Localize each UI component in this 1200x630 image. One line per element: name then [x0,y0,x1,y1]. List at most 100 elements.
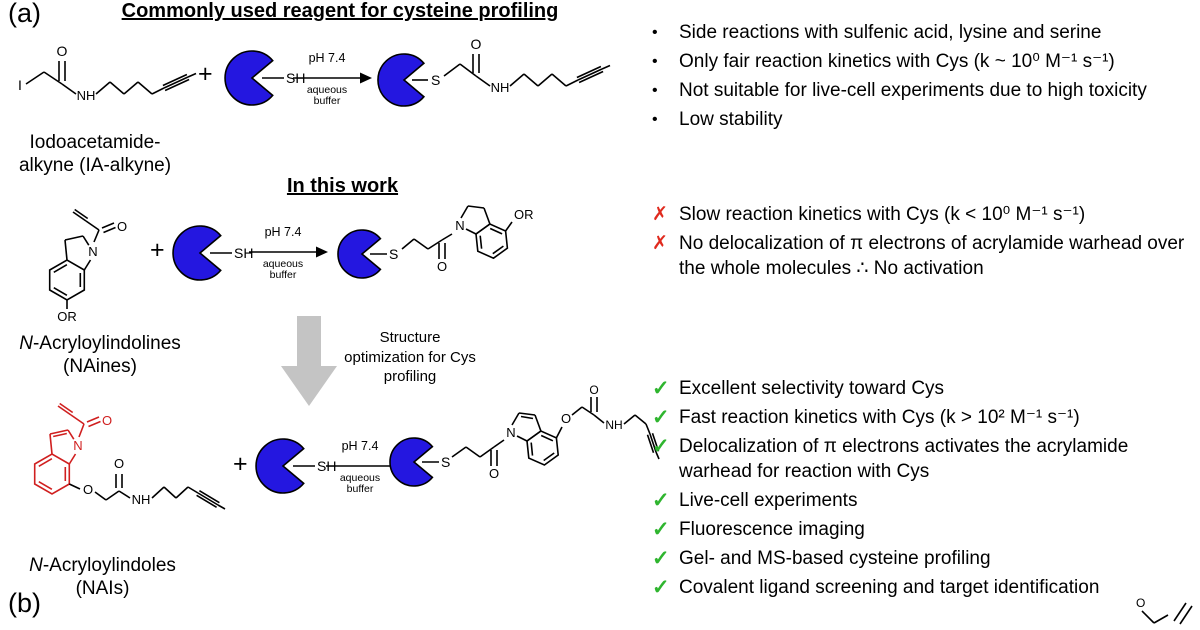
protein-sh-icon: SH [255,438,336,494]
list-item: • Low stability [652,107,1200,132]
atom-iodine: I [18,77,22,93]
atom-nitrogen: N [455,218,464,233]
list-item: • Side reactions with sulfenic acid, lys… [652,20,1200,45]
protein-sh-icon: SH [172,225,253,281]
list-item: ✗ Slow reaction kinetics with Cys (k < 1… [652,202,1200,227]
bullet-icon: • [652,53,658,70]
naines-abbr: (NAines) [63,356,137,378]
section1-title: Commonly used reagent for cysteine profi… [121,0,559,22]
atom-nh: NH [132,492,151,507]
atom-nh: NH [77,88,96,103]
ia-alkyne-label-line2: alkyne (IA-alkyne) [18,155,172,177]
protein-icon [172,225,222,281]
list-item: ✗ No delocalization of π electrons of ac… [652,231,1200,281]
atom-s: S [389,246,398,262]
list-item: ✓ Excellent selectivity toward Cys [652,376,1200,401]
atom-s: S [441,454,450,470]
protein-icon [337,229,382,279]
pro-text: Gel- and MS-based cysteine profiling [679,548,991,569]
atom-oxygen: O [114,456,124,471]
panel-b-structure-fragment: O [1136,596,1193,625]
ia-alkyne-structure: I O NH [18,43,197,103]
optimization-note-line2: optimization for Cys [344,348,476,366]
panel-a-label: (a) [8,0,41,28]
list-item: ✓ Delocalization of π electrons activate… [652,434,1200,484]
reaction-arrow: pH 7.4 aqueous buffer [249,225,328,281]
atom-oxygen: O [57,43,68,59]
list-item: ✓ Fast reaction kinetics with Cys (k > 1… [652,405,1200,430]
protein-icon [389,437,434,487]
atom-s: S [431,72,440,88]
linker-alkyne-chain: O O NH [555,384,660,460]
protein-icon [255,438,305,494]
protein-icon [224,50,274,106]
ia-drawbacks-list: • Side reactions with sulfenic acid, lys… [652,20,1200,136]
list-item: ✓ Gel- and MS-based cysteine profiling [652,546,1200,571]
naines-cons-list: ✗ Slow reaction kinetics with Cys (k < 1… [652,202,1200,285]
atom-or: OR [57,309,77,324]
atom-nitrogen: N [73,438,82,453]
condition-ph: pH 7.4 [342,439,379,453]
list-item: • Only fair reaction kinetics with Cys (… [652,49,1200,74]
list-item: ✓ Fluorescence imaging [652,517,1200,542]
nai-structure: O N O O NH [33,402,226,510]
list-item: ✓ Live-cell experiments [652,488,1200,513]
drawback-text: Not suitable for live-cell experiments d… [679,80,1147,101]
cross-icon: ✗ [652,233,668,254]
atom-oxygen: O [471,36,482,52]
condition-ph: pH 7.4 [309,51,346,65]
ia-alkyne-label-line1: Iodoacetamide- [29,132,161,153]
atom-oxygen: O [117,219,127,234]
arrowhead-icon [316,246,328,258]
ia-alkyne-label: Iodoacetamide- alkyne (IA-alkyne) [0,131,190,177]
check-icon: ✓ [652,406,670,429]
check-icon: ✓ [652,435,670,458]
bullet-icon: • [652,111,658,128]
plus-sign: + [150,236,165,264]
atom-oxygen: O [83,482,93,497]
atom-oxygen: O [589,384,598,397]
drawback-text: Side reactions with sulfenic acid, lysin… [679,22,1102,43]
list-item: ✓ Covalent ligand screening and target i… [652,575,1200,600]
ia-product-structure: S O NH [377,36,611,107]
panel-b-label: (b) [8,588,41,618]
optimization-note-line3: profiling [383,368,437,385]
condition-solvent-2: buffer [314,95,341,107]
con-text: Slow reaction kinetics with Cys (k < 10⁰… [679,204,1086,225]
nais-abbr: (NAIs) [75,578,130,600]
check-icon: ✓ [652,377,670,400]
nais-label: N-Acryloylindoles (NAIs) [10,554,195,600]
check-icon: ✓ [652,576,670,599]
arrowhead-icon [360,72,372,84]
indole-ring-red: N [33,429,83,495]
pro-text: Delocalization of π electrons activates … [679,436,1129,482]
optimization-note-line1: Structure [379,329,441,346]
condition-solvent-2: buffer [270,269,297,281]
atom-oxygen: O [102,413,112,428]
pro-text: Live-cell experiments [679,490,858,511]
indoline-ring [460,205,509,260]
atom-sh: SH [234,245,253,261]
check-icon: ✓ [652,547,670,570]
atom-oxygen: O [489,466,499,481]
list-item: • Not suitable for live-cell experiments… [652,78,1200,103]
drawback-text: Only fair reaction kinetics with Cys (k … [679,51,1115,72]
condition-solvent-1: aqueous [307,84,347,96]
pro-text: Fluorescence imaging [679,519,865,540]
naines-label: N-Acryloylindolines (NAines) [5,332,195,378]
pro-text: Covalent ligand screening and target ide… [679,577,1100,598]
atom-nitrogen: N [506,425,515,440]
naines-name: N-Acryloylindolines [19,333,181,354]
atom-nh: NH [491,80,510,95]
nais-pros-list: ✓ Excellent selectivity toward Cys ✓ Fas… [652,376,1200,604]
con-text: No delocalization of π electrons of acry… [679,233,1185,279]
acryloyl-group: O [72,208,127,243]
check-icon: ✓ [652,489,670,512]
naine-product-structure: S O N OR [337,205,534,279]
bullet-icon: • [652,24,658,41]
check-icon: ✓ [652,518,670,541]
atom-oxygen: O [561,411,571,426]
optimization-arrow-icon [281,316,337,406]
condition-solvent-1: aqueous [340,472,380,484]
